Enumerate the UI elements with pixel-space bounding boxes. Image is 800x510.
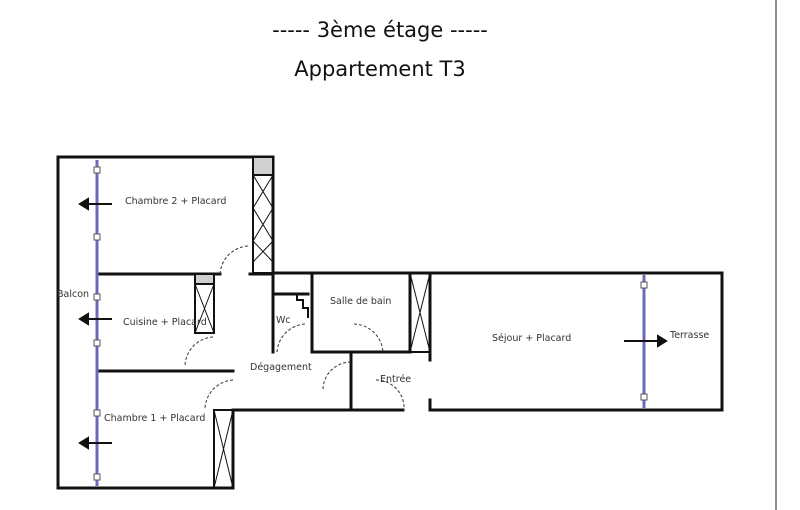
arrows: [78, 197, 668, 450]
room-wc: Wc: [276, 315, 291, 326]
room-terrasse: Terrasse: [669, 330, 709, 341]
plan-title: Appartement T3: [294, 57, 466, 81]
room-chambre-2: Chambre 2 + Placard: [125, 196, 226, 207]
room-balcon: Balcon: [57, 289, 89, 300]
windows: [93, 160, 648, 486]
room-salle-de-bain: Salle de bain: [330, 296, 391, 307]
doors: [184, 245, 405, 411]
room-chambre-1: Chambre 1 + Placard: [104, 413, 205, 424]
room-sejour: Séjour + Placard: [492, 333, 571, 344]
room-cuisine: Cuisine + Placard: [123, 317, 207, 328]
room-entree: Entrée: [380, 374, 411, 385]
floor-heading: ----- 3ème étage -----: [272, 18, 488, 42]
closets: [194, 156, 431, 489]
room-degagement: Dégagement: [250, 362, 312, 373]
